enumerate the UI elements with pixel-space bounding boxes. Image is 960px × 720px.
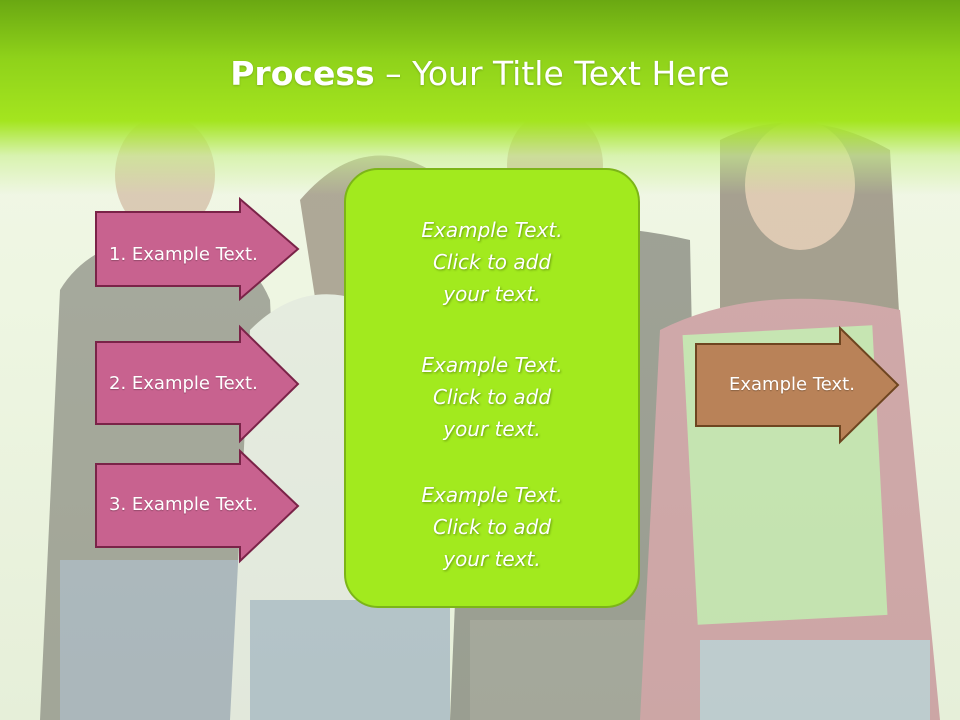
arrow-shape	[95, 196, 300, 302]
left-arrow-label: 3. Example Text.	[109, 494, 258, 515]
arrow-shape	[95, 448, 300, 564]
title-band	[0, 0, 960, 195]
left-arrow-label: 2. Example Text.	[109, 373, 258, 394]
center-text-2[interactable]: Example Text. Click to add your text.	[421, 353, 563, 441]
right-arrow-label: Example Text.	[729, 374, 855, 395]
left-arrow-3[interactable]: 3. Example Text.	[95, 448, 300, 564]
center-text-1[interactable]: Example Text. Click to add your text.	[421, 218, 563, 306]
left-arrow-1[interactable]: 1. Example Text.	[95, 196, 300, 302]
right-arrow[interactable]: Example Text.	[695, 325, 900, 445]
arrow-shape	[95, 324, 300, 444]
arrow-shape	[695, 325, 900, 445]
left-arrow-label: 1. Example Text.	[109, 244, 258, 265]
slide-title[interactable]: Process – Your Title Text Here	[0, 52, 960, 96]
center-text-3[interactable]: Example Text. Click to add your text.	[421, 483, 563, 571]
center-content-box[interactable]: Example Text. Click to add your text. Ex…	[344, 168, 640, 608]
title-rest: – Your Title Text Here	[374, 54, 730, 93]
left-arrow-2[interactable]: 2. Example Text.	[95, 324, 300, 444]
title-bold: Process	[230, 54, 375, 93]
